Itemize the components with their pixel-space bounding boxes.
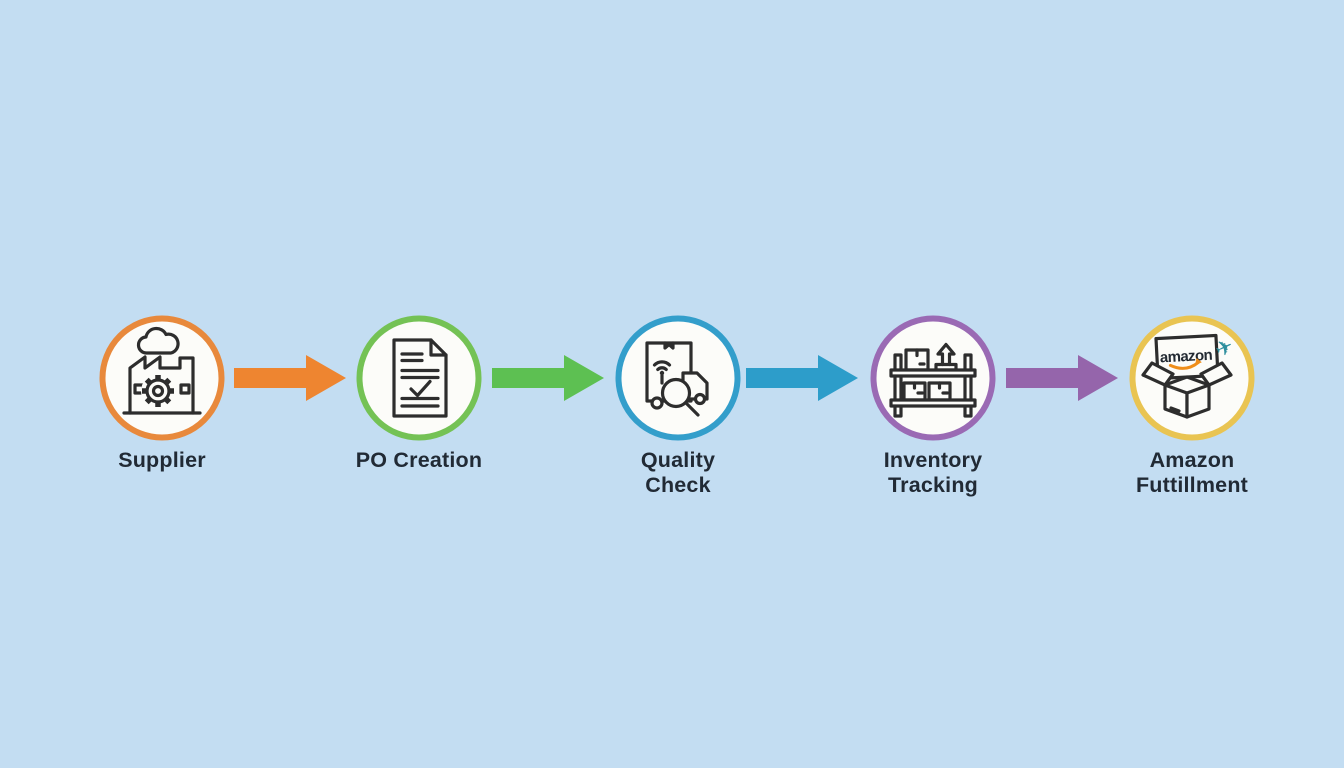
node-circle xyxy=(870,315,996,441)
node-label-amazon-fulfillment: Amazon Futtillment xyxy=(1072,448,1312,498)
shelf-boxes-icon xyxy=(889,342,977,418)
flow-arrow-3 xyxy=(746,355,858,401)
flow-node-supplier xyxy=(99,315,225,441)
flow-node-po-creation xyxy=(356,315,482,441)
flow-node-inventory-tracking xyxy=(870,315,996,441)
node-label-quality-check: Quality Check xyxy=(558,448,798,498)
label-line: Supplier xyxy=(118,448,206,472)
flow-arrow-2 xyxy=(492,355,604,401)
flow-arrow-1 xyxy=(234,355,346,401)
node-label-po-creation: PO Creation xyxy=(299,448,539,473)
label-line: Inventory xyxy=(883,448,983,472)
arrow-shape xyxy=(492,355,604,401)
flow-node-amazon-fulfillment: amazon ✈ xyxy=(1129,315,1255,441)
node-label-inventory-tracking: Inventory Tracking xyxy=(813,448,1053,498)
open-box xyxy=(1141,361,1233,419)
document-check-icon xyxy=(392,338,448,418)
node-circle xyxy=(615,315,741,441)
amazon-logo-text: amazon xyxy=(1159,347,1213,367)
label-line: Quality xyxy=(640,448,716,472)
label-line: Futtillment xyxy=(1135,473,1249,497)
label-line: Tracking xyxy=(887,473,979,497)
amazon-box-plane-icon: amazon ✈ xyxy=(1141,333,1237,419)
amazon-sign: amazon xyxy=(1154,333,1220,381)
label-line: Amazon xyxy=(1149,448,1235,472)
flow-arrow-4 xyxy=(1006,355,1118,401)
label-line: Check xyxy=(645,473,711,497)
arrow-shape xyxy=(746,355,858,401)
amazon-smile-tip xyxy=(1194,358,1202,366)
flow-node-quality-check xyxy=(615,315,741,441)
label-line: PO Creation xyxy=(355,448,483,472)
arrow-shape xyxy=(1006,355,1118,401)
arrow-shape xyxy=(234,355,346,401)
package-inspection-icon xyxy=(645,341,709,417)
node-label-supplier: Supplier xyxy=(42,448,282,473)
factory-icon xyxy=(122,326,202,415)
